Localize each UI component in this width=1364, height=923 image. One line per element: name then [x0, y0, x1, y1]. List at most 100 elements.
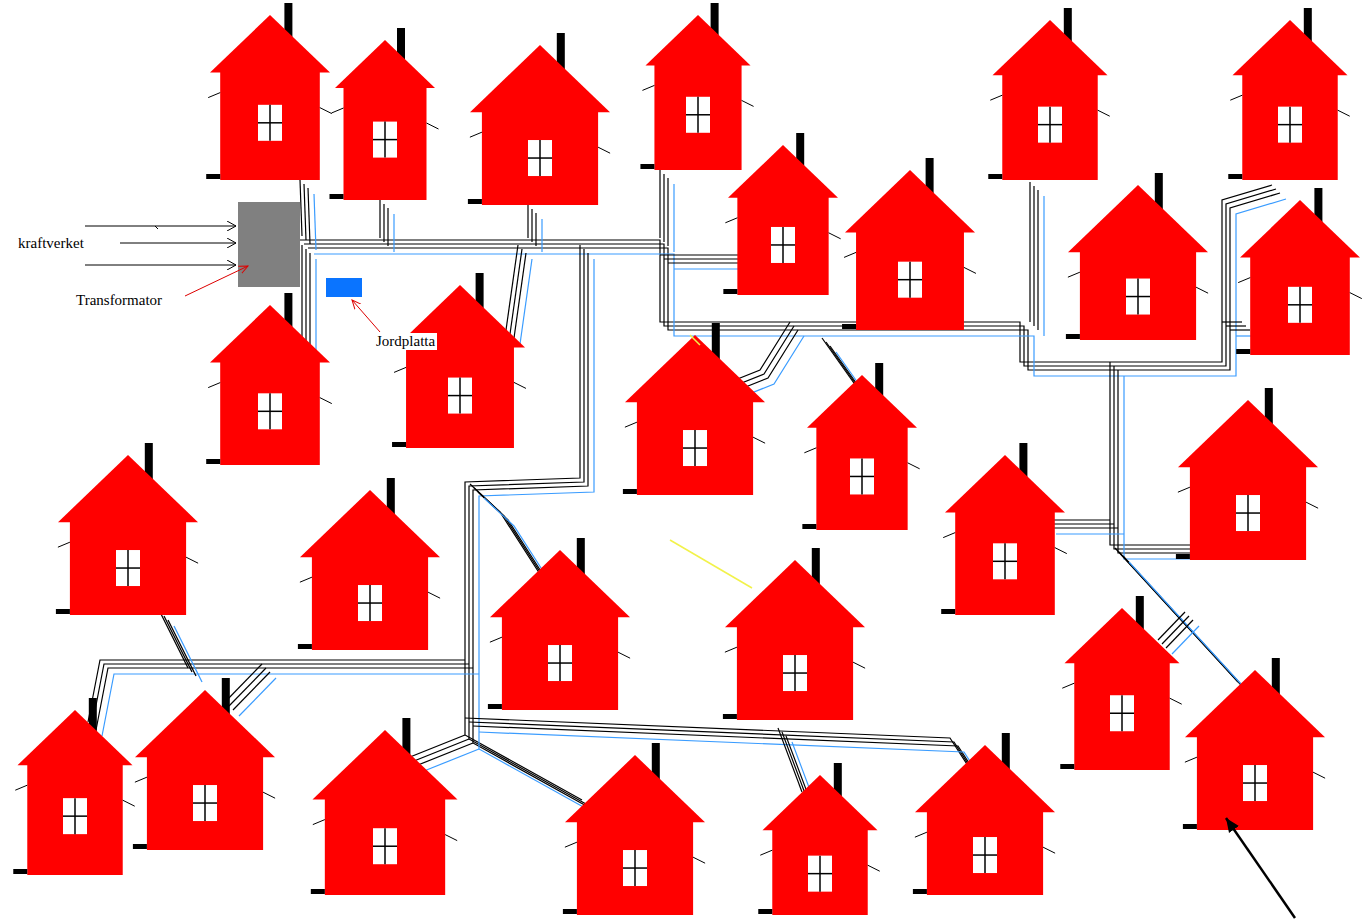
conductor [535, 213, 536, 246]
tick [332, 108, 344, 113]
window [1236, 495, 1260, 531]
house [1060, 596, 1181, 770]
conductor [225, 664, 262, 702]
window [1278, 107, 1302, 143]
conductor [668, 262, 746, 263]
conductor [514, 253, 526, 338]
window [850, 458, 874, 494]
roof [210, 15, 330, 73]
window [898, 262, 922, 298]
house [311, 718, 458, 895]
tick [514, 382, 526, 388]
conductor [470, 484, 545, 582]
roof [313, 730, 458, 800]
window-bar [683, 447, 707, 449]
tick [1313, 772, 1325, 778]
window-bar [373, 845, 397, 847]
earth-conductor [424, 749, 479, 771]
window-bar [623, 867, 647, 869]
window-bar [1278, 124, 1302, 126]
window [1288, 287, 1312, 323]
tick [208, 93, 220, 98]
house-body [737, 197, 828, 295]
tick [428, 592, 440, 598]
tick [1055, 548, 1067, 554]
window-bar [898, 279, 922, 281]
conductor [660, 254, 738, 255]
house-body [1080, 251, 1196, 340]
conductor [473, 726, 980, 780]
roof [646, 15, 751, 65]
step [842, 324, 856, 329]
window [683, 430, 707, 466]
tick [829, 233, 841, 239]
tick [1185, 757, 1197, 762]
house [842, 158, 976, 330]
window [448, 378, 472, 414]
leader-line [352, 300, 380, 332]
window [771, 227, 795, 263]
window-bar [116, 567, 140, 569]
conductor [383, 204, 384, 242]
window [973, 837, 997, 873]
house-body [1197, 736, 1313, 830]
roof [1178, 400, 1318, 467]
earth-conductor [314, 194, 316, 250]
roof [945, 455, 1065, 513]
house-body [220, 72, 320, 180]
tick [1098, 110, 1110, 116]
house-body [1242, 74, 1337, 180]
earth-conductor [479, 732, 986, 786]
house-body [637, 401, 753, 495]
house [758, 763, 879, 915]
window [1110, 695, 1134, 731]
house [913, 733, 1055, 895]
feed-line [85, 265, 236, 266]
step [723, 714, 737, 719]
conductor [304, 184, 306, 240]
window-bar [1038, 124, 1062, 126]
part-label: kraftverket [16, 235, 86, 252]
window [1243, 765, 1267, 801]
tick [208, 383, 220, 388]
window [1038, 107, 1062, 143]
tick [1062, 683, 1074, 688]
step [488, 704, 502, 709]
step [758, 909, 772, 914]
roof [1185, 670, 1325, 737]
step [640, 164, 654, 169]
tick [1338, 110, 1350, 116]
window-bar [373, 139, 397, 141]
part-label: Transformator [74, 292, 164, 309]
house [206, 3, 332, 180]
house-body [772, 829, 867, 915]
conductor [88, 660, 465, 722]
house-body [406, 346, 514, 448]
window-bar [686, 114, 710, 116]
step [468, 199, 482, 204]
transformer [238, 202, 300, 287]
house [56, 443, 198, 615]
window [258, 393, 282, 429]
house [1066, 173, 1208, 340]
conductor [96, 668, 473, 730]
feed-tick [155, 226, 158, 229]
tick [427, 123, 439, 129]
earth-conductor [541, 219, 542, 252]
house [468, 33, 610, 205]
house [563, 743, 705, 915]
roof [993, 20, 1108, 75]
conductor [822, 338, 856, 386]
roof [18, 710, 133, 765]
tick [320, 398, 332, 404]
conductor [164, 616, 192, 672]
house-body [1250, 257, 1350, 355]
house-body [927, 811, 1043, 895]
step [1066, 334, 1080, 339]
tick [1196, 287, 1208, 293]
earth-conductor [239, 678, 276, 716]
house [723, 133, 840, 295]
pointer-arrow [1226, 818, 1295, 918]
feed-line [85, 226, 236, 227]
earth-conductor [174, 626, 202, 682]
